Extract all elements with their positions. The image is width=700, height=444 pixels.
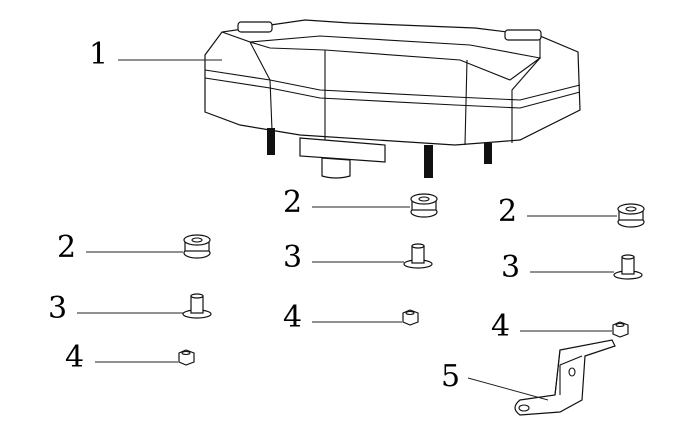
- part-label-3: 3: [501, 250, 521, 285]
- grommet-part: [617, 203, 645, 228]
- part-label-4: 4: [283, 300, 303, 335]
- stud: [267, 128, 275, 155]
- part-label-2: 2: [57, 230, 77, 265]
- bracket-part: [514, 339, 616, 416]
- part-label-5: 5: [441, 359, 461, 394]
- bushing-part: [182, 293, 212, 319]
- part-label-4: 4: [65, 340, 85, 375]
- nut-part: [178, 349, 195, 366]
- bushing-part: [403, 243, 433, 269]
- part-label-4: 4: [491, 309, 511, 344]
- part-label-2: 2: [283, 185, 303, 220]
- part-label-3: 3: [283, 240, 303, 275]
- stud: [424, 145, 433, 178]
- part-label-1: 1: [89, 37, 109, 72]
- part-label-3: 3: [48, 291, 68, 326]
- stud: [484, 143, 492, 164]
- instrument-cluster-body: [204, 19, 581, 179]
- nut-part: [402, 309, 419, 326]
- bushing-part: [613, 254, 643, 280]
- part-label-2: 2: [498, 194, 518, 229]
- grommet-part: [410, 193, 438, 218]
- nut-part: [612, 321, 629, 338]
- leader-lines: [77, 59, 617, 401]
- grommet-part: [183, 234, 211, 259]
